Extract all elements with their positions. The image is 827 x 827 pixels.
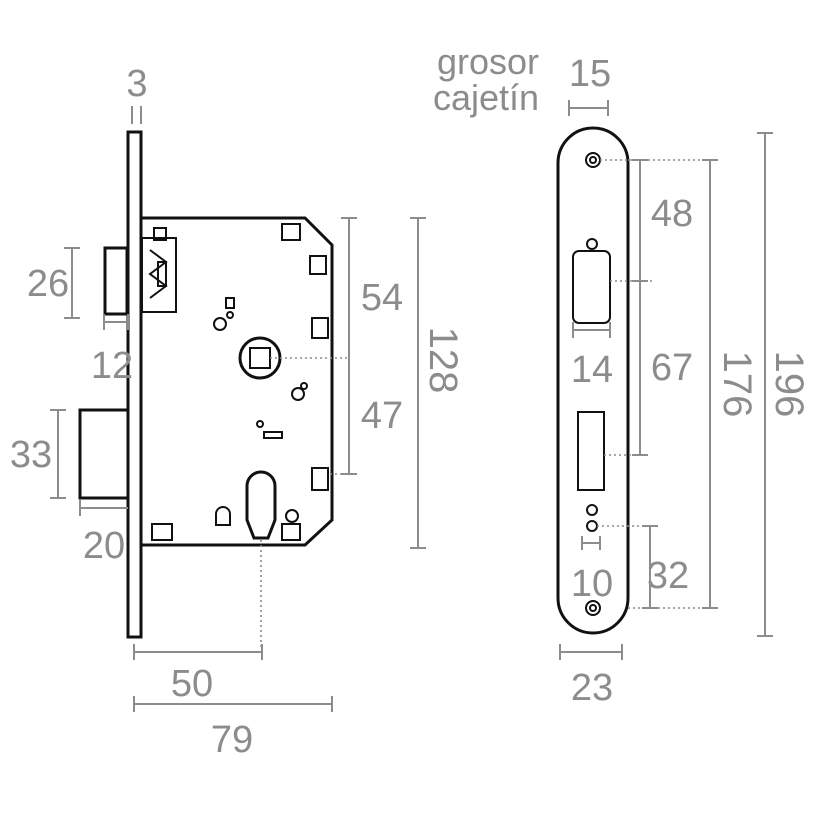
dim-lower-offset: 47 (361, 395, 403, 437)
dim-top-to-latch: 48 (651, 193, 693, 235)
dim-latch-height: 26 (27, 263, 69, 305)
dim-hole-size: 10 (571, 563, 613, 605)
bottom-details (215, 506, 299, 526)
dim-faceplate-thickness: 3 (126, 63, 147, 105)
front-faceplate (556, 126, 630, 635)
dim-backset: 50 (171, 663, 213, 705)
latch-opening (572, 238, 611, 324)
dimension-labels: 3 26 12 33 20 54 47 128 50 79 grosor caj… (10, 41, 811, 761)
cylinder-cutout (245, 470, 277, 540)
dim-body-depth: 79 (211, 719, 253, 761)
latch-mechanism (141, 227, 177, 313)
dim-hole-spacing: 32 (647, 555, 689, 597)
dim-latch-projection: 12 (91, 345, 133, 387)
upper-spindle-details (213, 297, 235, 331)
follower-hub (238, 336, 282, 380)
lower-details (256, 382, 308, 439)
bottom-screw-hole (585, 600, 601, 616)
dead-bolt (78, 408, 130, 500)
dim-bolt-height: 33 (10, 434, 52, 476)
dim-body-height: 128 (421, 327, 465, 394)
label-cajetin: cajetín (433, 77, 539, 118)
dim-plate-height: 196 (767, 351, 811, 418)
lock-side-view (78, 130, 334, 639)
dim-bolt-projection: 20 (83, 525, 125, 567)
dim-case-thickness: 15 (569, 53, 611, 95)
faceplate-front-view (556, 126, 630, 635)
lock-case (138, 216, 334, 547)
bolt-opening (577, 411, 605, 491)
latch-bolt (103, 246, 129, 316)
dim-latch-to-bolt: 67 (651, 347, 693, 389)
dim-upper-offset: 54 (361, 277, 403, 319)
case-lugs (151, 223, 329, 541)
dim-plate-width: 23 (571, 667, 613, 709)
dim-latch-window: 14 (571, 349, 613, 391)
faceplate (126, 130, 143, 639)
label-grosor: grosor (437, 41, 539, 82)
dim-screw-span: 176 (715, 351, 759, 418)
dimension-lines (50, 100, 773, 712)
